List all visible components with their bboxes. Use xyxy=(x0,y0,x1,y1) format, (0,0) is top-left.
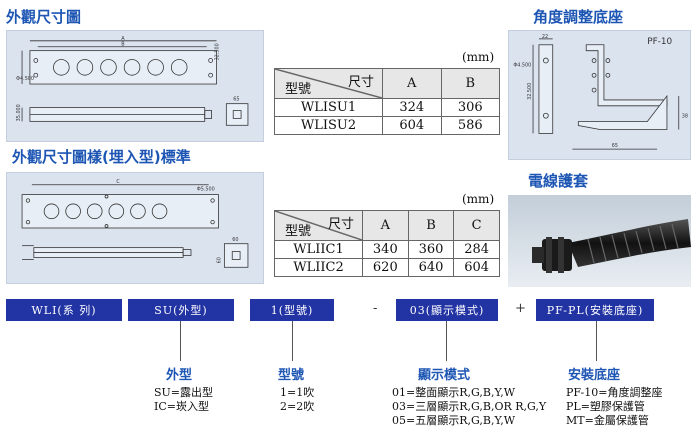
surface-type-size-table: 尺寸 型號 A B WLISU1 324 306 WLISU2 604 586 xyxy=(274,68,500,135)
code-plus: + xyxy=(515,301,526,316)
table1-row2-model: WLISU2 xyxy=(274,116,383,135)
dim-label-embedded-side-width: 60 xyxy=(232,237,238,243)
table1-col-b: B xyxy=(440,68,500,99)
bracket-dim-38: 38 xyxy=(682,114,688,120)
table2-unit: (mm) xyxy=(462,192,495,206)
heading-sleeve: 電線護套 xyxy=(528,172,589,190)
option-count-2: 2=2吹 xyxy=(280,400,315,413)
table2-row2-model: WLIIC2 xyxy=(274,258,363,277)
option-mount-pl: PL=塑膠保護管 xyxy=(566,400,645,413)
table1-header-cell: 尺寸 型號 xyxy=(274,68,383,99)
category-display-title: 顯示模式 xyxy=(418,368,471,383)
bracket-model-label: PF-10 xyxy=(647,37,672,47)
table2-row1-c: 284 xyxy=(453,240,500,259)
connector-count xyxy=(292,321,293,361)
option-display-03: 03=三層顯示R,G,B,OR R,G,Y xyxy=(392,400,547,413)
table1-row1-a: 324 xyxy=(382,98,442,117)
bracket-dim-32: 32.500 xyxy=(527,83,533,100)
connector-type xyxy=(180,321,181,361)
option-display-05: 05=五層顯示R,G,B,Y,W xyxy=(392,414,516,427)
dim-label-embedded-side-height: 60 xyxy=(216,257,222,263)
bracket-dim-hole: Φ4.500 xyxy=(513,62,531,68)
option-mount-mt: MT=金屬保護管 xyxy=(566,414,649,427)
table2-row2-a: 620 xyxy=(362,258,409,277)
table1-unit: (mm) xyxy=(462,50,495,64)
option-mount-pf10: PF-10=角度調整座 xyxy=(566,386,663,399)
category-count-title: 型號 xyxy=(278,368,305,383)
table1-header-model: 型號 xyxy=(285,82,312,97)
dim-label-b: B xyxy=(121,42,125,48)
bracket-drawing: PF-10 22 Φ4.500 32.500 38 65 xyxy=(508,30,691,160)
embedded-type-drawing: Φ5.500 C 60 60 xyxy=(6,172,264,284)
table2-row1-b: 360 xyxy=(407,240,455,259)
option-type-su: SU=露出型 xyxy=(154,386,214,399)
connector-mount xyxy=(596,321,597,361)
code-display-box: 03(顯示模式) xyxy=(396,299,498,321)
dim-label-hole: Φ4.500 xyxy=(16,76,34,82)
dim-label-c: C xyxy=(116,179,120,185)
table2-row2-c: 604 xyxy=(453,258,500,277)
surface-type-drawing: A B 32.500 Φ4.500 35.000 65 xyxy=(6,30,264,142)
table2-row2-b: 640 xyxy=(407,258,455,277)
cable-sleeve-photo xyxy=(508,195,691,287)
option-display-01: 01=整面顯示R,G,B,Y,W xyxy=(392,386,516,399)
category-mount-title: 安裝底座 xyxy=(568,368,621,383)
table1-header-size: 尺寸 xyxy=(347,75,374,90)
option-count-1: 1=1吹 xyxy=(280,386,315,399)
embedded-type-size-table: 尺寸 型號 A B C WLIIC1 340 360 284 WLIIC2 62… xyxy=(274,210,500,277)
category-type-title: 外型 xyxy=(166,368,193,383)
code-dash: - xyxy=(373,301,378,316)
table2-col-a: A xyxy=(362,210,409,241)
code-mount-box: PF-PL(安裝底座) xyxy=(536,299,654,321)
table2-col-b: B xyxy=(407,210,455,241)
heading-exterior-embedded: 外觀尺寸圖樣(埋入型)標準 xyxy=(12,148,191,166)
table2-header-cell: 尺寸 型號 xyxy=(274,210,363,241)
table1-row1-b: 306 xyxy=(440,98,500,117)
code-type-box: SU(外型) xyxy=(128,299,234,321)
dim-label-side-width: 65 xyxy=(233,97,239,103)
table2-header-model: 型號 xyxy=(285,224,312,239)
heading-exterior: 外觀尺寸圖 xyxy=(6,8,82,26)
table1-row2-b: 586 xyxy=(440,116,500,135)
table2-header-size: 尺寸 xyxy=(327,217,354,232)
table2-row1-a: 340 xyxy=(362,240,409,259)
code-series-box: WLI(系 列) xyxy=(6,299,122,321)
heading-bracket: 角度調整底座 xyxy=(533,8,624,26)
table1-col-a: A xyxy=(382,68,442,99)
bracket-dim-65: 65 xyxy=(612,143,618,149)
bracket-dim-22: 22 xyxy=(542,34,548,40)
dim-label-embedded-hole: Φ5.500 xyxy=(197,187,215,193)
dim-label-a: A xyxy=(121,36,125,42)
table1-row1-model: WLISU1 xyxy=(274,98,383,117)
connector-display xyxy=(446,321,447,361)
dim-label-32: 32.500 xyxy=(214,43,220,60)
table2-col-c: C xyxy=(453,210,500,241)
table1-row2-a: 604 xyxy=(382,116,442,135)
option-type-ic: IC=崁入型 xyxy=(154,400,209,413)
dim-label-side-height: 35.000 xyxy=(16,104,22,121)
table2-row1-model: WLIIC1 xyxy=(274,240,363,259)
code-count-box: 1(型號) xyxy=(250,299,334,321)
